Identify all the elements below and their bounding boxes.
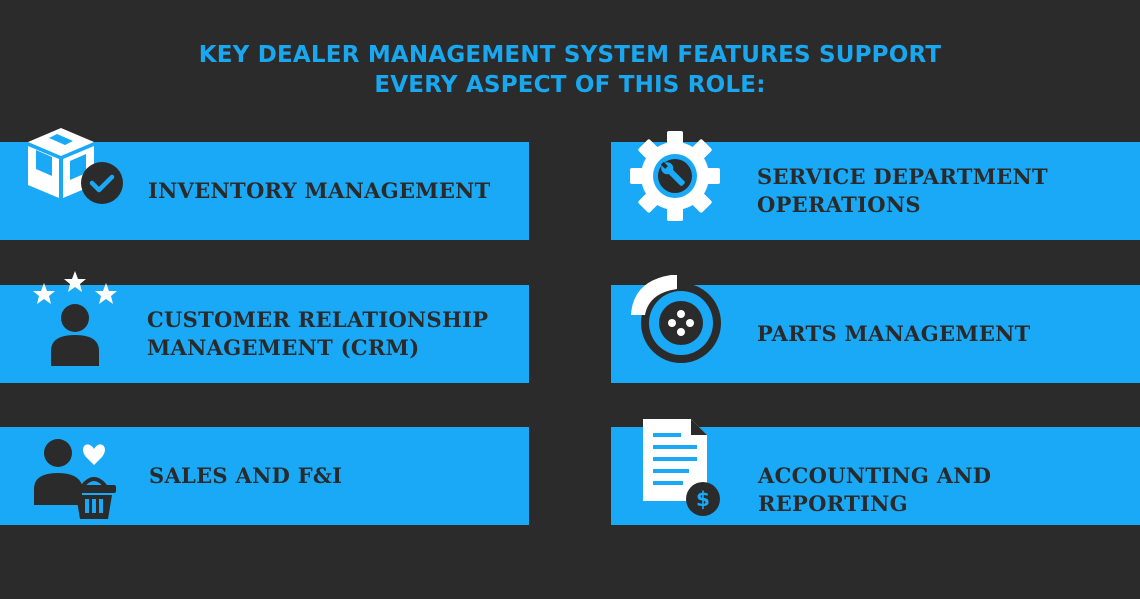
feature-label-inventory: INVENTORY MANAGEMENT [148, 178, 491, 203]
feature-card-sales: SALES AND F&I [0, 427, 529, 525]
feature-card-crm: CUSTOMER RELATIONSHIP MANAGEMENT (CRM) [0, 271, 529, 383]
feature-label-crm-line-1: CUSTOMER RELATIONSHIP [147, 307, 489, 332]
gear-wrench-icon [630, 131, 720, 221]
page-title-line-1: KEY DEALER MANAGEMENT SYSTEM FEATURES SU… [198, 42, 942, 68]
feature-label-accounting: ACCOUNTING AND REPORTING [758, 463, 992, 516]
user-stars-icon [33, 271, 117, 366]
feature-card-inventory: INVENTORY MANAGEMENT [0, 128, 529, 240]
feature-label-service-line-1: SERVICE DEPARTMENT [757, 164, 1048, 189]
page-title: KEY DEALER MANAGEMENT SYSTEM FEATURES SU… [0, 40, 1140, 100]
svg-text:$: $ [696, 487, 710, 511]
box-check-icon [28, 128, 123, 204]
feature-label-crm-line-2: MANAGEMENT (CRM) [147, 335, 420, 360]
document-dollar-icon: $ [643, 419, 720, 516]
feature-card-parts: PARTS MANAGEMENT [611, 275, 1140, 383]
brake-disc-icon [631, 275, 721, 363]
page-title-line-2: EVERY ASPECT OF THIS ROLE: [374, 72, 766, 98]
user-basket-icon [34, 439, 116, 519]
feature-label-sales: SALES AND F&I [149, 463, 343, 488]
feature-card-accounting: $ ACCOUNTING AND REPORTING [611, 419, 1140, 525]
feature-label-service-line-2: OPERATIONS [757, 192, 921, 217]
feature-card-service: SERVICE DEPARTMENT OPERATIONS [611, 131, 1140, 240]
feature-label-parts: PARTS MANAGEMENT [757, 321, 1031, 346]
